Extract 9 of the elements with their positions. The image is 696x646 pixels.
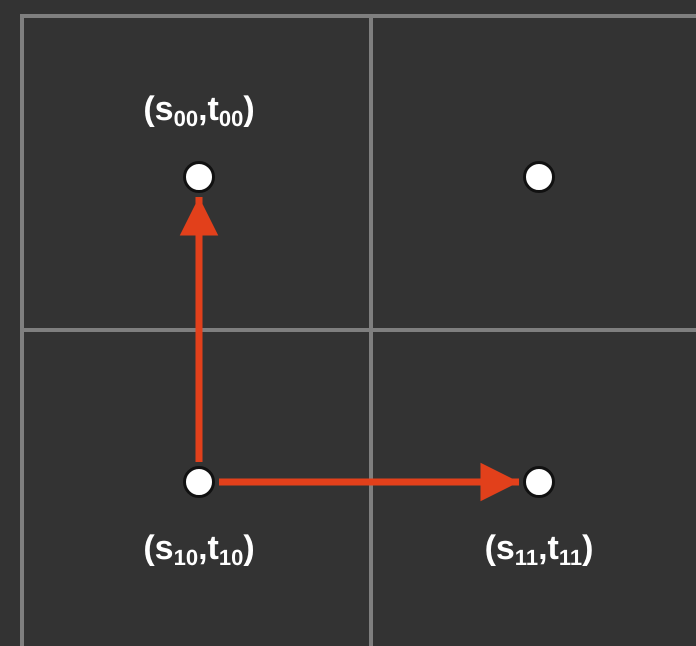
point-marker: [183, 161, 215, 193]
coordinate-label: (s$_{11}$,t$_{11}$): [484, 528, 594, 568]
arrow: [219, 462, 519, 502]
coordinate-label: (s$_{00}$,t$_{00}$): [143, 89, 255, 129]
point-marker: [523, 161, 555, 193]
point-marker: [183, 466, 215, 498]
arrow: [180, 197, 218, 462]
point-marker: [523, 466, 555, 498]
coordinate-label: (s$_{10}$,t$_{10}$): [143, 528, 255, 568]
